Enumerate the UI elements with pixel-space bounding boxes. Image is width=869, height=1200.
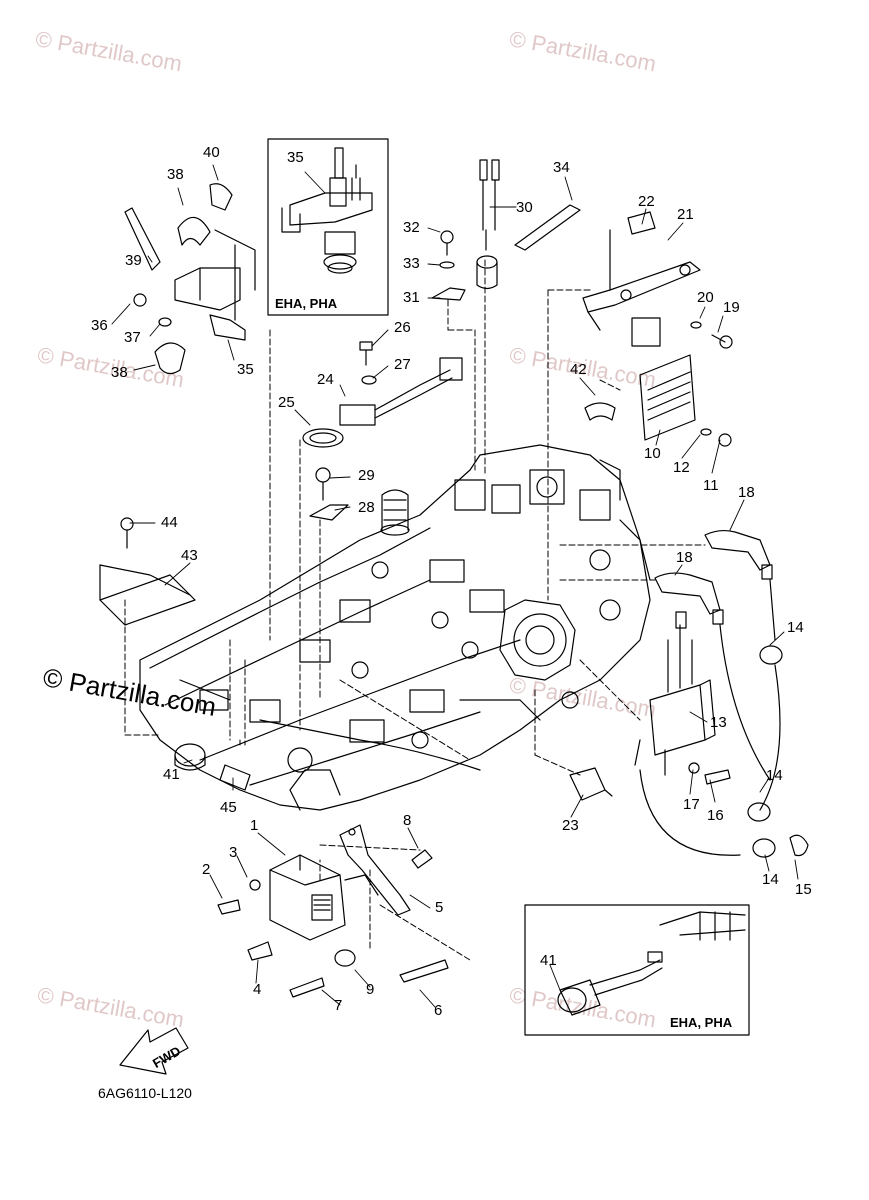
part-21-bracket (583, 212, 732, 348)
inset-label-top: EHA, PHA (275, 296, 338, 311)
part-34-cable-tie (515, 205, 580, 250)
callout-14b: 14 (766, 767, 783, 784)
callout-11: 11 (703, 477, 719, 494)
inset-box-bottom (525, 905, 749, 1035)
callout-14a: 14 (787, 619, 804, 636)
callout-20: 20 (697, 289, 714, 306)
callout-33: 33 (403, 255, 420, 272)
part-30-cable (432, 160, 499, 300)
part-13-ignition-coil (635, 580, 808, 857)
callout-18b: 18 (676, 549, 693, 566)
callout-1: 1 (250, 817, 259, 834)
part-1-ecu (270, 855, 345, 940)
assembly-lines (125, 260, 705, 960)
part-23-sensor (570, 768, 612, 800)
callout-15: 15 (795, 881, 812, 898)
callout-38a: 38 (167, 166, 184, 183)
part-41-inset (558, 912, 745, 1015)
callout-8: 8 (403, 812, 412, 829)
callout-42: 42 (570, 361, 587, 378)
callout-27: 27 (394, 356, 411, 373)
callout-35b: 35 (237, 361, 254, 378)
callout-36: 36 (91, 317, 108, 334)
callout-17: 17 (683, 796, 700, 813)
callout-7: 7 (334, 997, 343, 1014)
fwd-arrow-icon (120, 1028, 188, 1074)
inset-box-top (268, 139, 388, 315)
engine-block (140, 445, 650, 810)
callout-41b: 41 (540, 952, 557, 969)
part-bracket-cluster-top-left (125, 184, 255, 374)
callout-12: 12 (673, 459, 690, 476)
callout-35a: 35 (287, 149, 304, 166)
part-41-plug (175, 744, 205, 770)
part-18-plug-caps (655, 531, 772, 624)
callout-43: 43 (181, 547, 198, 564)
diagram-code: 6AG6110-L120 (98, 1085, 192, 1101)
part-35-inset-sensor (282, 148, 372, 273)
callout-30: 30 (516, 199, 533, 216)
part-10-rectifier (585, 355, 731, 446)
callout-41a: 41 (163, 766, 180, 783)
callout-21: 21 (677, 206, 694, 223)
callout-44: 44 (161, 514, 178, 531)
inset-label-bottom: EHA, PHA (670, 1015, 733, 1030)
callout-22: 22 (638, 193, 655, 210)
callout-26: 26 (394, 319, 411, 336)
callout-40: 40 (203, 144, 220, 161)
callout-3: 3 (229, 844, 238, 861)
callout-34: 34 (553, 159, 570, 176)
callout-4: 4 (253, 981, 262, 998)
callout-9: 9 (366, 981, 375, 998)
callout-32: 32 (403, 219, 420, 236)
part-43-bracket (100, 518, 195, 625)
part-24-harness (303, 342, 462, 447)
part-28-29 (310, 468, 348, 520)
callout-19: 19 (723, 299, 740, 316)
parts-2-3-4-7-8-9 (218, 850, 448, 997)
callout-45: 45 (220, 799, 237, 816)
callout-16: 16 (707, 807, 724, 824)
callout-6: 6 (434, 1002, 443, 1019)
leader-lines (112, 165, 798, 1007)
callout-14c: 14 (762, 871, 779, 888)
callout-2: 2 (202, 861, 211, 878)
callout-5: 5 (435, 899, 444, 916)
callout-38b: 38 (111, 364, 128, 381)
callout-28: 28 (358, 499, 375, 516)
part-45-label (220, 765, 250, 790)
callout-24: 24 (317, 371, 334, 388)
callout-10: 10 (644, 445, 661, 462)
callout-13: 13 (710, 714, 727, 731)
callout-39: 39 (125, 252, 142, 269)
part-5-bracket (340, 825, 410, 915)
callout-25: 25 (278, 394, 295, 411)
callout-18a: 18 (738, 484, 755, 501)
callout-31: 31 (403, 289, 420, 306)
callout-37: 37 (124, 329, 141, 346)
callout-23: 23 (562, 817, 579, 834)
callout-29: 29 (358, 467, 375, 484)
